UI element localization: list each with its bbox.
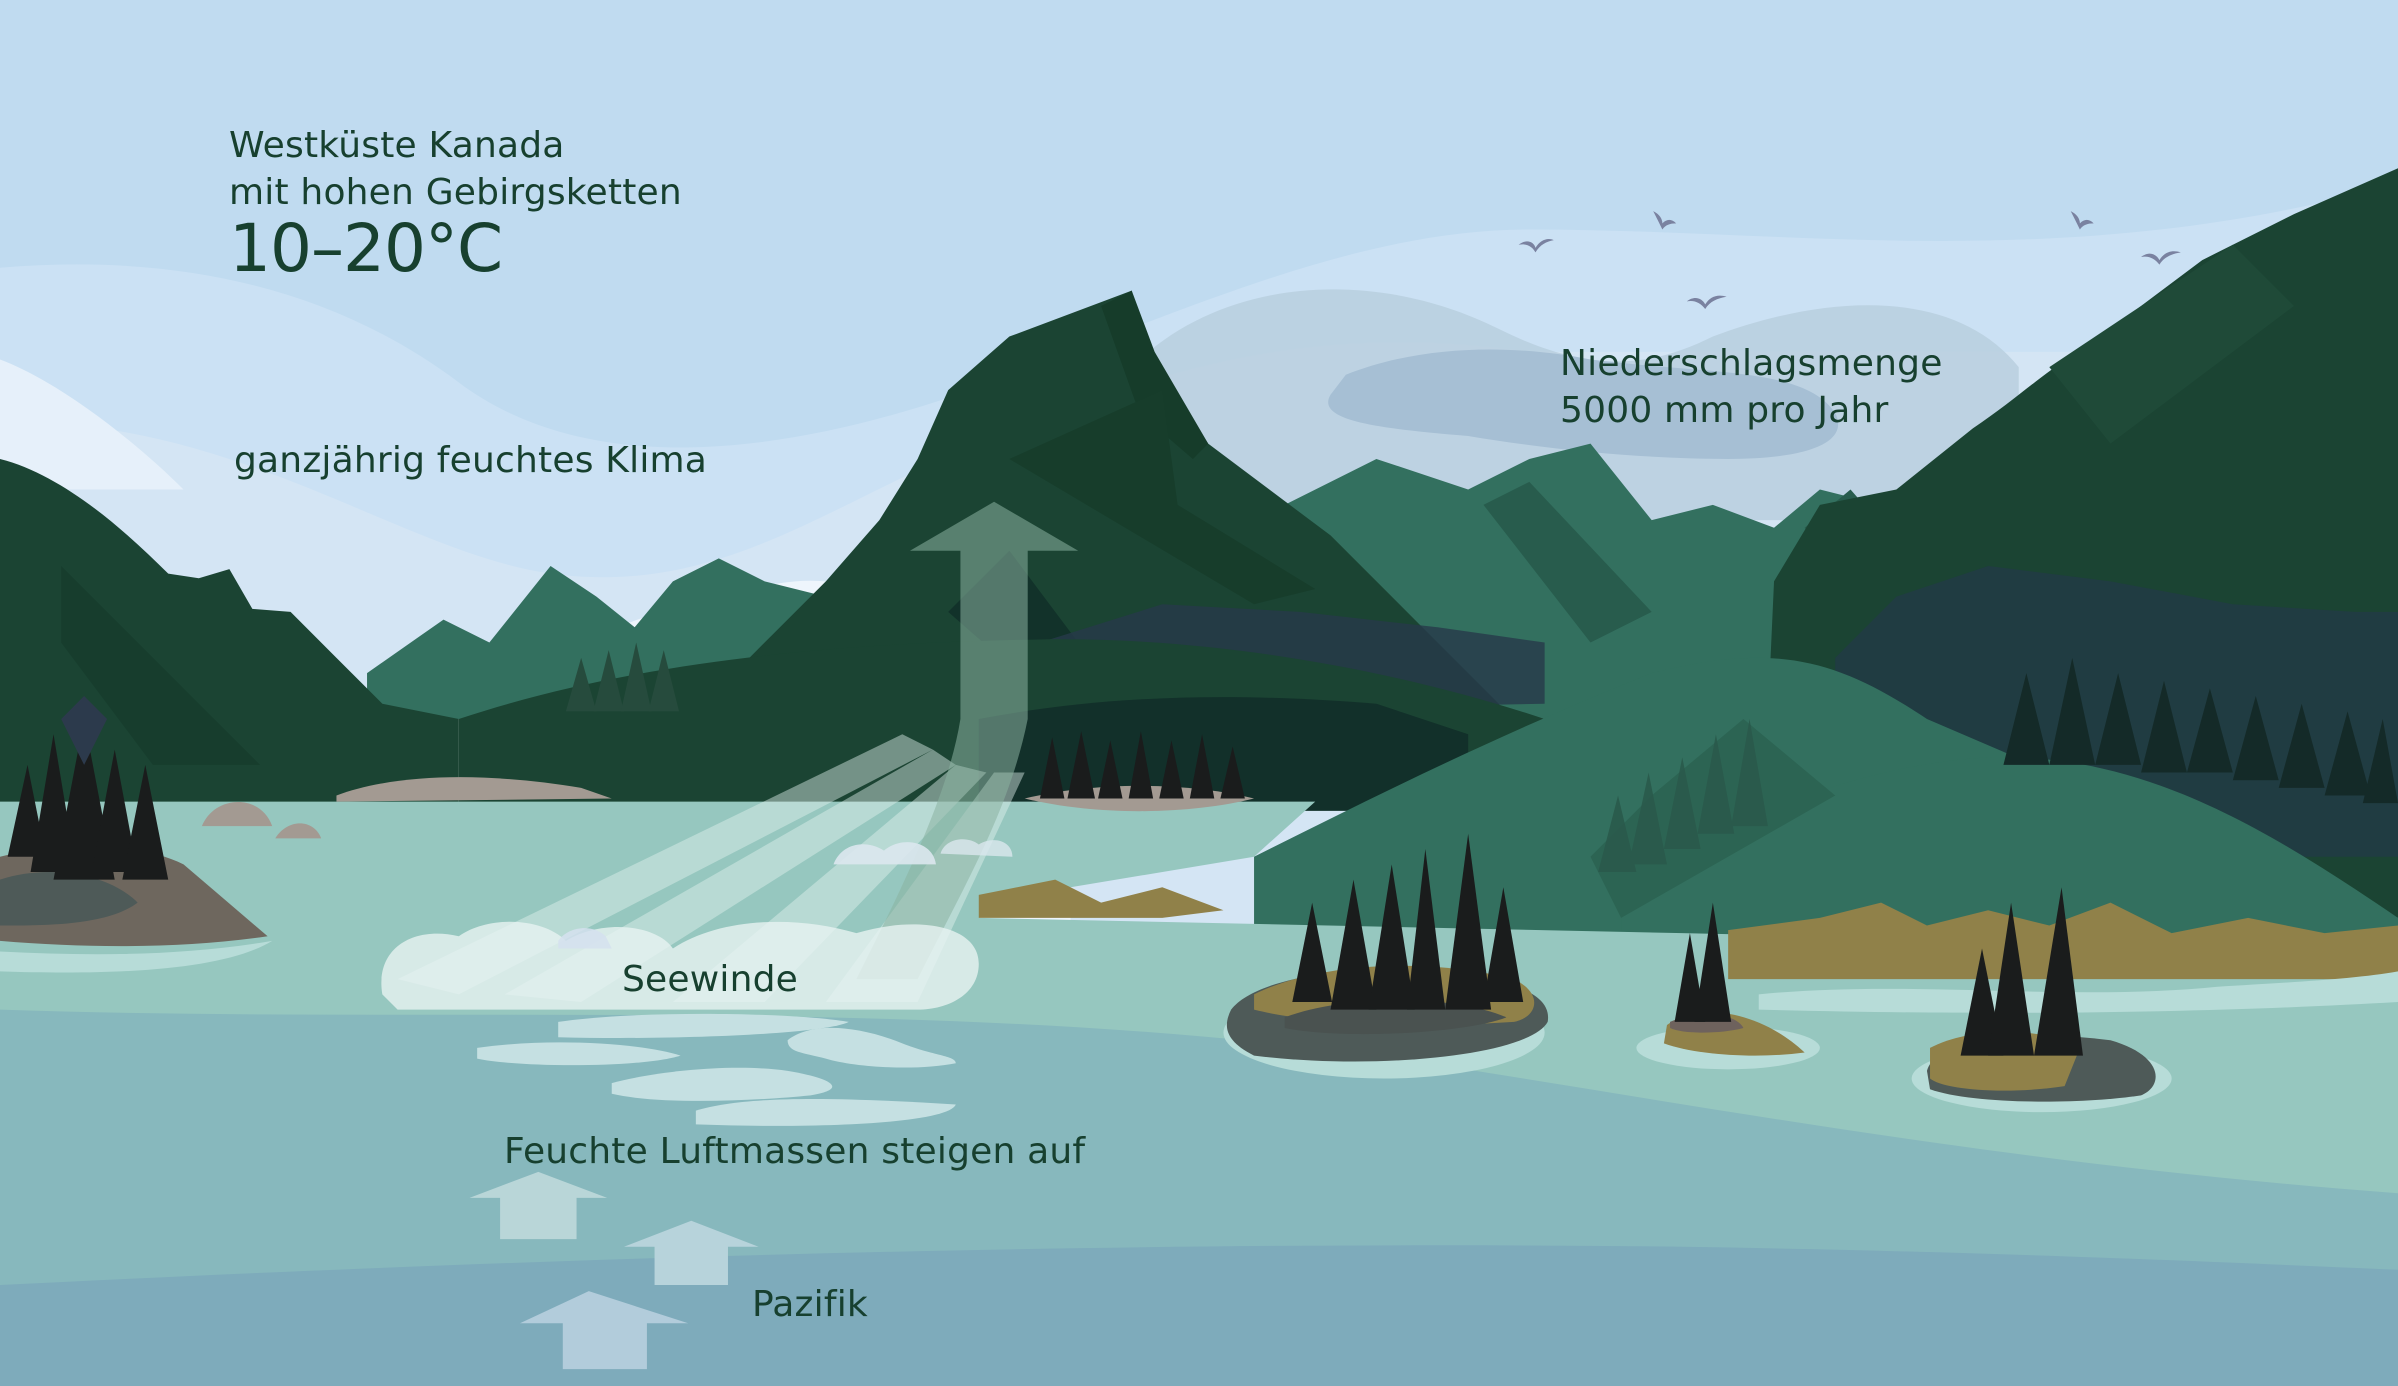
hill-dark — [978, 697, 1469, 811]
bird-icon — [2070, 211, 2094, 230]
precipitation-value: 5000 mm pro Jahr — [1560, 390, 1889, 431]
wave — [0, 940, 273, 973]
air-streak — [477, 1042, 681, 1066]
mountain-center-shade — [1101, 290, 1209, 459]
tree-cluster-right-island — [1960, 887, 2083, 1056]
tree-cluster-island — [1292, 833, 1524, 1010]
forest-right — [2003, 657, 2398, 804]
tree-cluster-left — [7, 696, 169, 880]
shore — [978, 879, 1224, 918]
cloud — [940, 839, 1013, 857]
up-arrow-icon — [469, 1171, 608, 1240]
rock — [275, 823, 322, 839]
precipitation-label: Niederschlagsmenge — [1560, 343, 1943, 384]
region-title: Westküste Kanada — [229, 125, 565, 166]
up-arrow-icon — [623, 1220, 759, 1286]
air-streak — [558, 1013, 849, 1038]
air-streak — [695, 1098, 956, 1126]
sky-glow — [0, 359, 184, 490]
region-subtitle: mit hohen Gebirgsketten — [229, 172, 682, 213]
tree-cluster-small-island — [1674, 902, 1732, 1022]
rain-cloud — [1328, 349, 1839, 459]
mountain-left — [0, 458, 459, 811]
mountain-far-shade — [1483, 481, 1652, 643]
forest-mid — [1598, 719, 1768, 872]
air-streak — [787, 1027, 956, 1068]
ocean-label: Pazifik — [752, 1284, 868, 1325]
rock — [201, 801, 273, 827]
bird-icon — [1653, 211, 1677, 230]
bird-icon — [2141, 251, 2181, 265]
tree-cluster-far — [1039, 731, 1245, 799]
sandbar — [336, 777, 612, 802]
sea-winds-label: Seewinde — [622, 959, 799, 1000]
cloud — [833, 842, 936, 865]
wave — [1758, 971, 2398, 1013]
cloud — [558, 928, 612, 949]
climate-label: ganzjährig feuchtes Klima — [234, 440, 708, 481]
island-left-rock — [0, 871, 138, 926]
bird-icon — [1686, 295, 1727, 310]
cloud — [381, 921, 979, 1010]
birds — [1518, 211, 2181, 310]
temperature-range: 10–20°C — [229, 210, 503, 287]
mountain-right-shade — [2049, 244, 2295, 444]
mountain-center-shade — [1009, 390, 1316, 605]
forest-far-left — [565, 642, 680, 712]
bird-icon — [1518, 239, 1554, 253]
up-arrow-icon — [856, 501, 1079, 980]
rising-air-label: Feuchte Luftmassen steigen auf — [504, 1131, 1086, 1172]
up-arrow-icon — [519, 1291, 689, 1370]
air-streak — [611, 1067, 833, 1101]
